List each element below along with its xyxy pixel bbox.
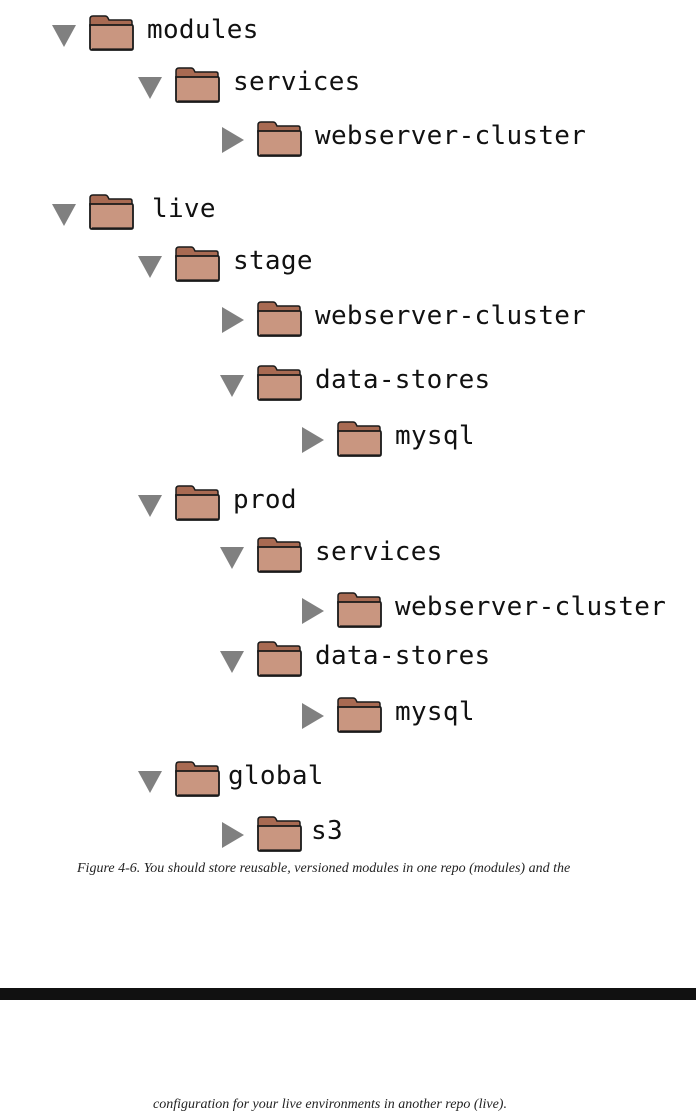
folder-icon xyxy=(173,482,221,522)
tree-node-label: mysql xyxy=(395,697,475,727)
expanded-triangle-icon[interactable] xyxy=(51,199,77,227)
expanded-triangle-icon[interactable] xyxy=(137,251,163,279)
collapsed-triangle-icon[interactable] xyxy=(219,126,245,154)
folder-icon xyxy=(173,243,221,283)
page-divider xyxy=(0,988,696,1000)
folder-icon xyxy=(335,694,383,734)
collapsed-triangle-icon[interactable] xyxy=(219,821,245,849)
folder-icon xyxy=(255,534,303,574)
tree-node-label: live xyxy=(152,194,216,224)
tree-node-label: services xyxy=(233,67,361,97)
folder-icon xyxy=(255,813,303,853)
expanded-triangle-icon[interactable] xyxy=(137,490,163,518)
figure-caption-line-2: configuration for your live environments… xyxy=(153,1097,507,1112)
folder-icon xyxy=(255,638,303,678)
expanded-triangle-icon[interactable] xyxy=(137,72,163,100)
figure-caption-line-1: Figure 4-6. You should store reusable, v… xyxy=(77,861,571,876)
tree-node-label: stage xyxy=(233,246,313,276)
tree-node-label: mysql xyxy=(395,421,475,451)
folder-icon xyxy=(87,12,135,52)
folder-icon xyxy=(335,589,383,629)
collapsed-triangle-icon[interactable] xyxy=(299,702,325,730)
tree-node-label: webserver-cluster xyxy=(395,592,667,622)
folder-icon xyxy=(255,362,303,402)
collapsed-triangle-icon[interactable] xyxy=(219,306,245,334)
collapsed-triangle-icon[interactable] xyxy=(299,597,325,625)
expanded-triangle-icon[interactable] xyxy=(219,542,245,570)
tree-node-label: global xyxy=(228,761,324,791)
expanded-triangle-icon[interactable] xyxy=(137,766,163,794)
tree-node-label: data-stores xyxy=(315,641,491,671)
collapsed-triangle-icon[interactable] xyxy=(299,426,325,454)
tree-node-label: webserver-cluster xyxy=(315,121,587,151)
folder-icon xyxy=(173,758,221,798)
folder-tree: modules services webserver-cluster live … xyxy=(51,12,667,853)
expanded-triangle-icon[interactable] xyxy=(219,370,245,398)
folder-icon xyxy=(173,64,221,104)
tree-node-label: data-stores xyxy=(315,365,491,395)
folder-icon xyxy=(335,418,383,458)
folder-icon xyxy=(255,118,303,158)
tree-node-label: s3 xyxy=(311,816,343,846)
tree-node-label: webserver-cluster xyxy=(315,301,587,331)
tree-node-label: services xyxy=(315,537,443,567)
folder-icon xyxy=(255,298,303,338)
expanded-triangle-icon[interactable] xyxy=(219,646,245,674)
tree-node-label: modules xyxy=(147,15,259,45)
expanded-triangle-icon[interactable] xyxy=(51,20,77,48)
folder-icon xyxy=(87,191,135,231)
tree-node-label: prod xyxy=(233,485,297,515)
